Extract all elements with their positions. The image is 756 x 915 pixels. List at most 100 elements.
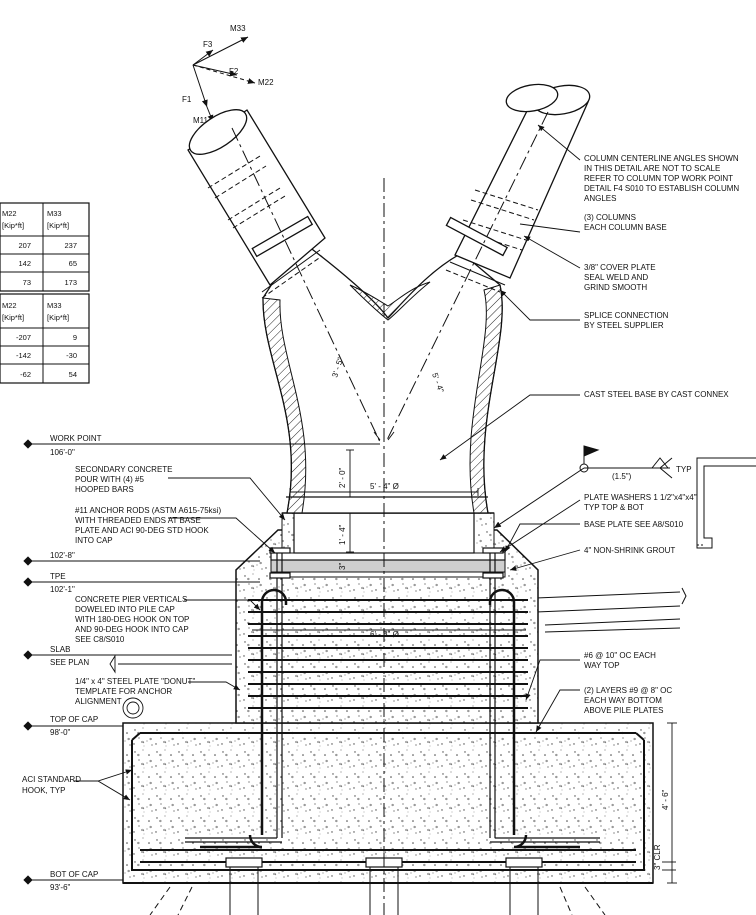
table-top-cell: 73 [23, 278, 31, 287]
table-bottom-cell: -142 [16, 351, 31, 360]
right-leaders [439, 124, 581, 733]
note-pier-line1: CONCRETE PIER VERTICALS [75, 595, 187, 604]
note-plate-washers-line1: PLATE WASHERS 1 1/2"x4"x4" [584, 493, 697, 502]
note-bars-9-line2: EACH WAY BOTTOM [584, 696, 662, 705]
dim-3in: 3" [338, 563, 347, 570]
grout-and-base-plate [270, 551, 506, 578]
note-anchor-rods-line1: #11 ANCHOR RODS (ASTM A615-75ksi) [75, 506, 221, 515]
note-base-plate: BASE PLATE SEE A8/S010 [584, 520, 684, 529]
tpe-label: TPE [50, 572, 66, 581]
f1-label: F1 [182, 95, 192, 104]
force-arrow-diagram [192, 36, 256, 123]
table-top-header-m22: M22 [2, 209, 17, 218]
note-plate-washers-line2: TYP TOP & BOT [584, 503, 644, 512]
moment-table-top [0, 202, 90, 292]
dim-4-6: 4' - 6" [661, 789, 670, 810]
note-bars-6-line2: WAY TOP [584, 661, 620, 670]
pile-cap [122, 722, 654, 884]
table-bottom-header-m33: M33 [47, 301, 62, 310]
weld-symbol [493, 445, 673, 529]
table-top-cell: 173 [64, 278, 77, 287]
table-top-cell: 237 [64, 241, 77, 250]
weld-size: (1.5") [612, 472, 632, 481]
top-of-cap-elev: 98'-0" [50, 728, 71, 737]
note-splice-line2: BY STEEL SUPPLIER [584, 321, 664, 330]
note-splice-line1: SPLICE CONNECTION [584, 311, 669, 320]
note-bars-6-line1: #6 @ 10" OC EACH [584, 651, 656, 660]
adjacent-wall [696, 457, 756, 549]
f2-label: F2 [229, 67, 239, 76]
note-secondary-line1: SECONDARY CONCRETE [75, 465, 173, 474]
note-centerline-line2: IN THIS DETAIL ARE NOT TO SCALE [584, 164, 720, 173]
bot-of-cap-elev: 93'-6" [50, 883, 71, 892]
cast-steel-base [262, 239, 503, 514]
work-point-elev: 106'-0" [50, 448, 75, 457]
note-columns-line1: (3) COLUMNS [584, 213, 636, 222]
left-leaders [23, 439, 380, 885]
slab-sub: SEE PLAN [50, 658, 89, 667]
note-aci-hook-line2: HOOK, TYP [22, 786, 65, 795]
note-bars-9-line1: (2) LAYERS #9 @ 8" OC [584, 686, 672, 695]
note-donut-line3: ALIGNMENT [75, 697, 122, 706]
top-of-cap-label: TOP OF CAP [50, 715, 98, 724]
m11-label: M11 [193, 116, 209, 125]
table-bottom-header-m22-unit: [Kip*ft] [2, 313, 24, 322]
table-top-cell: 207 [18, 241, 31, 250]
weld-typ: TYP [676, 465, 692, 474]
dim-1-4: 1' - 4" [338, 524, 347, 545]
column-right [445, 83, 591, 293]
table-bottom-header-m33-unit: [Kip*ft] [47, 313, 69, 322]
dimension-lines [252, 431, 677, 884]
note-anchor-rods-line3: PLATE AND ACI 90-DEG STD HOOK [75, 526, 209, 535]
note-donut-line2: TEMPLATE FOR ANCHOR [75, 687, 172, 696]
note-grout: 4" NON-SHRINK GROUT [584, 546, 675, 555]
note-centerline-line1: COLUMN CENTERLINE ANGLES SHOWN [584, 154, 739, 163]
note-pier-line3: WITH 180-DEG HOOK ON TOP [75, 615, 189, 624]
note-donut-line1: 1/4" x 4" STEEL PLATE "DONUT" [75, 677, 195, 686]
note-anchor-rods-line4: INTO CAP [75, 536, 113, 545]
table-bottom-cell: -30 [66, 351, 77, 360]
f3-label: F3 [203, 40, 213, 49]
note-cover-plate-line3: GRIND SMOOTH [584, 283, 647, 292]
note-centerline-line4: DETAIL F4 S010 TO ESTABLISH COLUMN [584, 184, 739, 193]
bot-of-cap-label: BOT OF CAP [50, 870, 98, 879]
tpe-elev: 102'-1" [50, 585, 75, 594]
table-top-header-m33: M33 [47, 209, 62, 218]
note-secondary-line3: HOOPED BARS [75, 485, 134, 494]
table-top-cell: 142 [18, 259, 31, 268]
moment-table-bottom [0, 293, 90, 384]
dim-5-4-dia: 5' - 4" Ø [370, 482, 399, 491]
table-bottom-cell: -207 [16, 333, 31, 342]
m33-label: M33 [230, 24, 246, 33]
ground-lines [535, 587, 687, 633]
note-anchor-rods-line2: WITH THREADED ENDS AT BASE [75, 516, 201, 525]
table-top-header-m22-unit: [Kip*ft] [2, 221, 24, 230]
pedestal-hoop-bars [248, 599, 528, 709]
work-point-label: WORK POINT [50, 434, 102, 443]
secondary-concrete-pour [281, 512, 495, 554]
column-left [187, 109, 326, 299]
note-cover-plate-line2: SEAL WELD AND [584, 273, 648, 282]
dim-6-8-dia: 6' - 8" Ø [370, 630, 399, 639]
centerlines [231, 111, 549, 915]
m22-label: M22 [258, 78, 274, 87]
note-aci-hook-line1: ACI STANDARD [22, 775, 81, 784]
note-pier-line2: DOWELED INTO PILE CAP [75, 605, 175, 614]
note-pier-line5: SEE C8/S010 [75, 635, 125, 644]
slab-label: SLAB [50, 645, 70, 654]
table-bottom-cell: -62 [20, 370, 31, 379]
table-top-cell: 65 [69, 259, 77, 268]
note-centerline-line3: REFER TO COLUMN TOP WORK POINT [584, 174, 733, 183]
table-bottom-cell: 54 [69, 370, 77, 379]
table-top-header-m33-unit: [Kip*ft] [47, 221, 69, 230]
elev-102-8: 102'-8" [50, 551, 75, 560]
concrete-pedestal [235, 529, 539, 724]
note-bars-9-line3: ABOVE PILE PLATES [584, 706, 663, 715]
note-secondary-line2: POUR WITH (4) #5 [75, 475, 144, 484]
note-columns-line2: EACH COLUMN BASE [584, 223, 667, 232]
note-pier-line4: AND 90-DEG HOOK INTO CAP [75, 625, 189, 634]
dim-2-0: 2' - 0" [338, 467, 347, 488]
table-bottom-header-m22: M22 [2, 301, 17, 310]
note-cast-base: CAST STEEL BASE BY CAST CONNEX [584, 390, 729, 399]
